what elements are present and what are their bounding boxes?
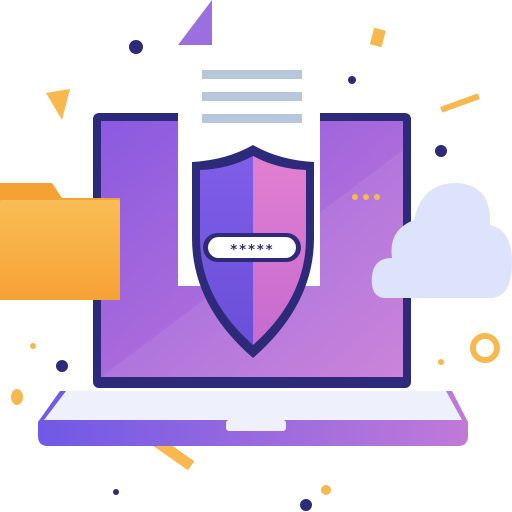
document-line bbox=[202, 92, 302, 101]
dot-decoration bbox=[129, 40, 143, 54]
password-field-icon: ***** bbox=[203, 233, 301, 262]
dot-decoration bbox=[438, 359, 444, 365]
laptop-deck bbox=[44, 391, 462, 420]
document-line bbox=[202, 70, 302, 79]
folder-icon bbox=[0, 183, 120, 300]
triangle-decoration bbox=[178, 0, 212, 45]
confetti-decoration bbox=[440, 93, 480, 113]
cloud-shape bbox=[371, 182, 512, 298]
laptop-trackpad-notch bbox=[226, 420, 286, 431]
dot-decoration bbox=[11, 389, 23, 405]
dot-decoration bbox=[435, 145, 447, 157]
dot-decoration bbox=[348, 76, 356, 84]
dot-decoration bbox=[56, 360, 68, 372]
menu-dots-icon bbox=[352, 194, 380, 200]
triangle-decoration bbox=[46, 89, 70, 120]
dot-decoration bbox=[30, 343, 36, 349]
decorations bbox=[11, 0, 500, 511]
dot-decoration bbox=[113, 489, 119, 495]
ring-decoration bbox=[470, 333, 500, 363]
confetti-decoration bbox=[369, 27, 386, 48]
folder-front bbox=[0, 200, 120, 300]
document-line bbox=[202, 114, 302, 123]
cloud-icon bbox=[371, 182, 512, 298]
dot-decoration bbox=[300, 499, 312, 511]
shield-icon: ***** bbox=[192, 145, 314, 358]
dot-decoration bbox=[321, 485, 331, 495]
password-mask-text: ***** bbox=[230, 243, 274, 258]
